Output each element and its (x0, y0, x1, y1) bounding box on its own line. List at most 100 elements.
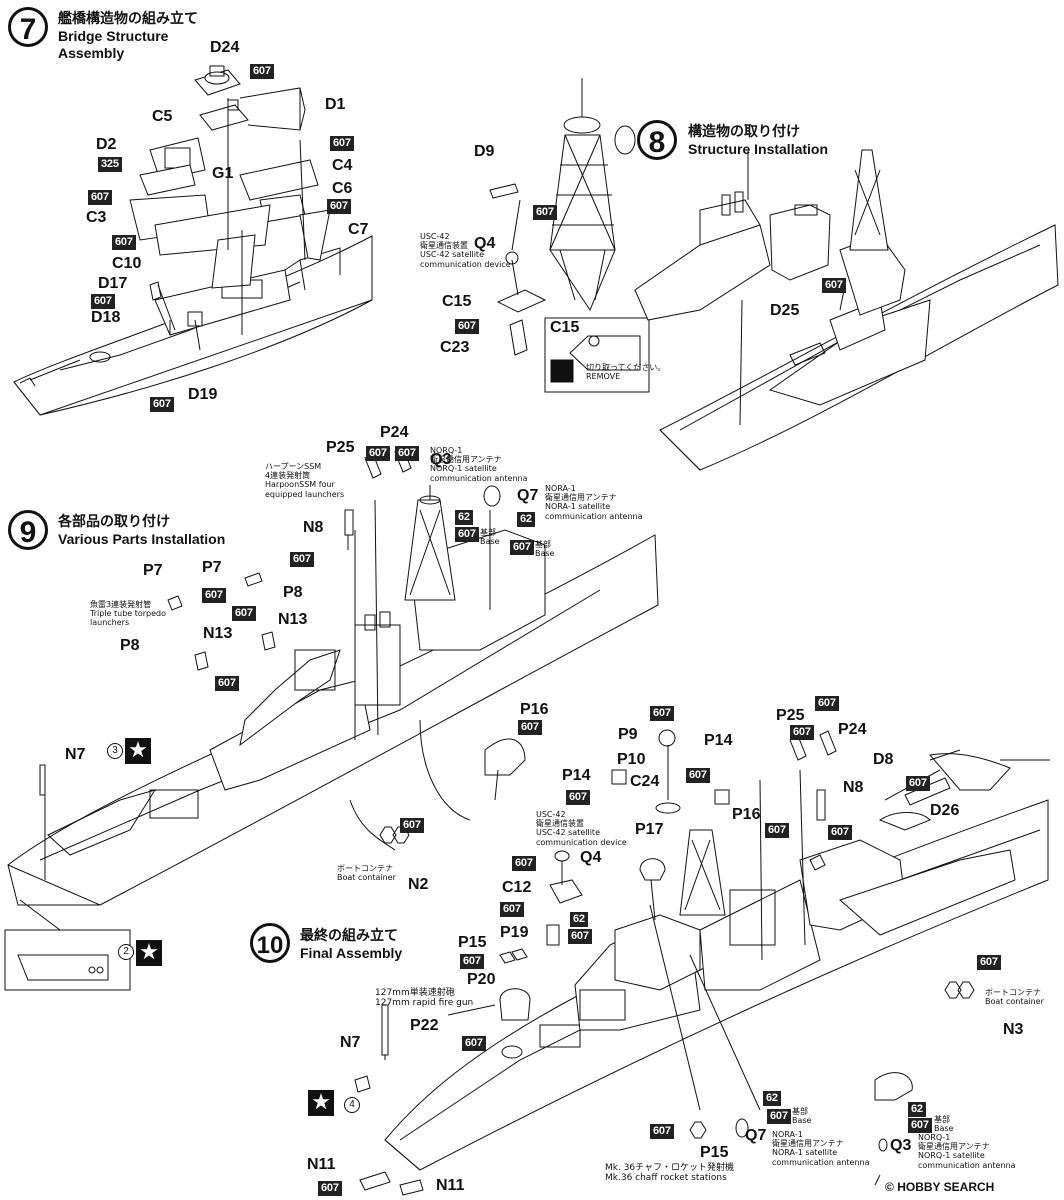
nora1-line1: NORA-1 (772, 1130, 803, 1139)
boat-en: Boat container (337, 873, 396, 883)
part-label-c24: C24 (630, 773, 660, 790)
paint-code: 607 (215, 676, 239, 691)
noro1-line2: 衛星通信用アンテナ (918, 1142, 990, 1152)
paint-code: 607 (650, 1124, 674, 1139)
part-label-p7-a: P7 (143, 562, 163, 579)
part-label-c23: C23 (440, 339, 470, 356)
nora1-line3: NORA-1 satellite (545, 502, 611, 512)
usc42-line3: USC-42 satellite (420, 250, 484, 260)
noro1-line3: NORQ-1 satellite (918, 1151, 985, 1161)
part-label-p15-b: P15 (700, 1144, 729, 1161)
chaff-line2: Mk.36 chaff rocket stations (605, 1173, 727, 1184)
noro1-line1: NORQ-1 (430, 446, 463, 455)
paint-code: 607 (202, 588, 226, 603)
paint-code: 607 (822, 278, 846, 293)
step-7-title: 艦橋構造物の組み立て Bridge Structure Assembly (58, 10, 198, 63)
part-label-q4: Q4 (474, 235, 496, 252)
decal-number: 2 (118, 944, 134, 960)
gun-note: 127mm単装速射砲 127mm rapid fire gun (375, 988, 473, 1009)
boat-jp: ボートコンテナ (337, 864, 393, 873)
part-label-d8: D8 (873, 751, 894, 768)
step-7-title-en2: Assembly (58, 45, 125, 61)
part-label-c6: C6 (332, 180, 353, 197)
paint-code: 62 (455, 510, 473, 525)
paint-code: 607 (290, 552, 314, 567)
part-label-q3: Q3 (430, 451, 452, 468)
paint-code: 607 (318, 1181, 342, 1196)
part-label-n8-s10: N8 (843, 779, 864, 796)
part-label-p24-s10: P24 (838, 721, 867, 738)
base-note-s9b: 基部 Base (535, 540, 554, 558)
part-label-n3: N3 (1003, 1021, 1024, 1038)
base-en: Base (792, 1116, 812, 1126)
part-label-g1: G1 (212, 165, 234, 182)
part-label-p19: P19 (500, 924, 529, 941)
harpoon-line1: ハープーンSSM (265, 462, 322, 471)
nora1-note-s10: NORA-1 衛星通信用アンテナ NORA-1 satellite commun… (772, 1130, 869, 1167)
paint-code: 607 (330, 136, 354, 151)
paint-code: 607 (455, 319, 479, 334)
paint-code: 607 (533, 205, 557, 220)
paint-code: 607 (908, 1118, 932, 1133)
step8-hull (634, 149, 1059, 471)
paint-code: 607 (512, 856, 536, 871)
remove-jp: 切り取ってください。 (586, 363, 666, 372)
paint-code: 607 (650, 706, 674, 721)
boat-note-s10: ボートコンテナ Boat container (985, 988, 1044, 1006)
part-label-p16: P16 (520, 701, 549, 718)
part-label-d26: D26 (930, 802, 960, 819)
part-label-n11-b: N11 (436, 1177, 465, 1194)
star-decal-icon: ★ (308, 1090, 334, 1116)
step-10-number: 10 (250, 923, 290, 963)
part-label-n13-a: N13 (203, 625, 233, 642)
part-label-d1: D1 (325, 96, 346, 113)
paint-code: 607 (765, 823, 789, 838)
part-label-p8-a: P8 (120, 637, 140, 654)
nora1-note-s9: NORA-1 衛星通信用アンテナ NORA-1 satellite commun… (545, 484, 642, 521)
base-jp: 基部 (535, 540, 551, 549)
part-label-q4-s10: Q4 (580, 849, 602, 866)
boat-jp: ボートコンテナ (985, 988, 1041, 997)
paint-code: 607 (790, 725, 814, 740)
step10-hull (354, 729, 1050, 1196)
base-note-s9a: 基部 Base (480, 528, 499, 546)
paint-code: 607 (462, 1036, 486, 1051)
paint-code: 607 (686, 768, 710, 783)
usc42-line1: USC-42 (420, 232, 450, 241)
paint-code: 607 (150, 397, 174, 412)
usc42-note: USC-42 衛星通信装置 USC-42 satellite communica… (420, 232, 511, 269)
chaff-note: Mk. 36チャフ・ロケット発射機 Mk.36 chaff rocket sta… (605, 1163, 734, 1184)
harpoon-line4: equipped launchers (265, 489, 345, 499)
part-label-p25-s10: P25 (776, 707, 805, 724)
chaff-line1: Mk. 36チャフ・ロケット発射機 (605, 1163, 735, 1173)
base-jp: 基部 (934, 1115, 950, 1124)
paint-code: 607 (906, 776, 930, 791)
step-8-number: 8 (637, 120, 677, 160)
step-10-title-en: Final Assembly (300, 944, 403, 961)
noro1-line1: NORQ-1 (918, 1133, 951, 1142)
boat-en: Boat container (985, 997, 1044, 1007)
paint-code: 607 (88, 190, 112, 205)
base-note-s10a: 基部 Base (792, 1107, 811, 1125)
part-label-d25: D25 (770, 302, 800, 319)
step-9-title: 各部品の取り付け Various Parts Installation (58, 513, 225, 548)
paint-code: 607 (327, 199, 351, 214)
paint-code: 607 (815, 696, 839, 711)
copyright-mark: © (885, 1180, 894, 1194)
paint-code: 62 (570, 912, 588, 927)
part-label-p8-b: P8 (283, 584, 303, 601)
part-label-p22: P22 (410, 1017, 439, 1034)
usc42-note-s10: USC-42 衛星通信装置 USC-42 satellite communica… (536, 810, 627, 847)
part-label-c15-inset: C15 (550, 319, 580, 336)
step-10-title: 最終の組み立て Final Assembly (300, 927, 402, 962)
harpoon-line3: HarpoonSSM four (265, 480, 335, 490)
paint-code: 607 (232, 606, 256, 621)
harpoon-line2: 4連装発射筒 (265, 471, 311, 481)
step-9-number: 9 (8, 510, 48, 550)
step-8-title-jp: 構造物の取り付け (688, 123, 800, 139)
paint-code: 607 (510, 540, 534, 555)
paint-code: 607 (500, 902, 524, 917)
part-label-d17: D17 (98, 275, 128, 292)
noro1-line4: communication antenna (430, 473, 528, 483)
part-label-p10: P10 (617, 751, 646, 768)
